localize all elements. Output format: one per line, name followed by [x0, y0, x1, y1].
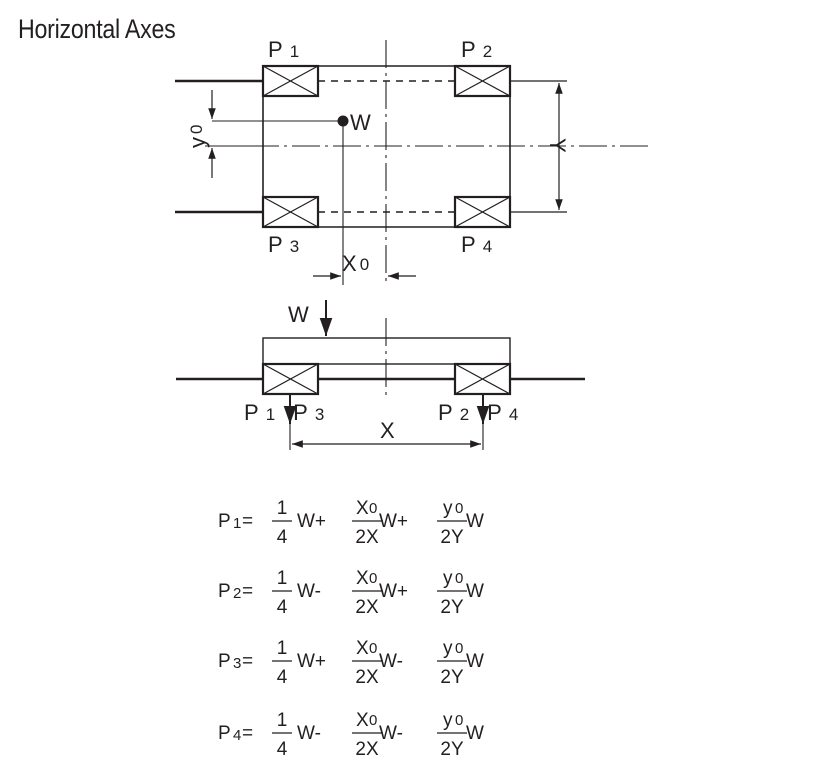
- equation-operator: W+: [379, 511, 408, 532]
- side-block-left: [261, 362, 320, 396]
- equation-operator: W-: [297, 723, 321, 744]
- numerator-subscript: 0: [369, 500, 377, 517]
- fraction-denominator: 2X: [355, 597, 379, 618]
- fraction-denominator: 4: [277, 527, 288, 548]
- svg-text:y0: y0: [185, 125, 210, 148]
- equation-tail: W: [466, 723, 484, 744]
- side-block-right: [453, 362, 512, 396]
- equation-tail: W: [466, 581, 484, 602]
- label-y0: y0: [185, 125, 210, 148]
- numerator-subscript: 0: [455, 570, 463, 587]
- numerator-subscript: 0: [455, 500, 463, 517]
- fraction-denominator: 2Y: [440, 667, 464, 688]
- fraction-denominator: 4: [277, 597, 288, 618]
- bearing-block-p3: [261, 195, 320, 229]
- equation-lhs: P: [218, 581, 231, 602]
- fraction-denominator: 2Y: [440, 527, 464, 548]
- equation-operator: W-: [379, 651, 403, 672]
- fraction-denominator: 2X: [355, 667, 379, 688]
- fraction-numerator: 1: [277, 710, 288, 731]
- fraction-numerator: X: [356, 498, 369, 519]
- fraction-denominator: 2Y: [440, 739, 464, 760]
- side-view: [176, 300, 585, 450]
- equation-lhs-subscript: 3: [233, 655, 241, 672]
- top-view: [175, 40, 648, 285]
- equation-tail: W: [466, 651, 484, 672]
- equals-sign: =: [242, 511, 253, 532]
- side-label-x: X: [380, 418, 395, 443]
- fraction-numerator: X: [356, 710, 369, 731]
- fraction-numerator: 1: [277, 638, 288, 659]
- equals-sign: =: [242, 651, 253, 672]
- equation-lhs: P: [218, 723, 231, 744]
- fraction-numerator: X: [356, 568, 369, 589]
- label-y-span: Y: [545, 138, 570, 153]
- equation-operator: W+: [297, 651, 326, 672]
- fraction-numerator: y: [443, 638, 453, 659]
- equation-lhs-subscript: 4: [233, 727, 241, 744]
- equation-lhs: P: [218, 651, 231, 672]
- bearing-block-p1: [261, 64, 320, 98]
- fraction-numerator: 1: [277, 498, 288, 519]
- equals-sign: =: [242, 723, 253, 744]
- numerator-subscript: 0: [369, 640, 377, 657]
- equals-sign: =: [242, 581, 253, 602]
- fraction-denominator: 4: [277, 667, 288, 688]
- fraction-numerator: 1: [277, 568, 288, 589]
- equation-operator: W-: [379, 723, 403, 744]
- fraction-numerator: X: [356, 638, 369, 659]
- numerator-subscript: 0: [369, 712, 377, 729]
- fraction-numerator: y: [443, 710, 453, 731]
- equation-lhs-subscript: 1: [233, 515, 241, 532]
- fraction-denominator: 2X: [355, 739, 379, 760]
- page-title: Horizontal Axes: [18, 14, 176, 44]
- equation-lhs-subscript: 2: [233, 585, 241, 602]
- fraction-numerator: y: [443, 568, 453, 589]
- equation-operator: W+: [297, 511, 326, 532]
- fraction-denominator: 2X: [355, 527, 379, 548]
- equation-lhs: P: [218, 511, 231, 532]
- label-load-w: W: [350, 110, 371, 135]
- numerator-subscript: 0: [455, 712, 463, 729]
- fraction-numerator: y: [443, 498, 453, 519]
- equation-tail: W: [466, 511, 484, 532]
- bearing-block-p4: [453, 195, 512, 229]
- bearing-block-p2: [453, 64, 512, 98]
- fraction-denominator: 4: [277, 739, 288, 760]
- numerator-subscript: 0: [369, 570, 377, 587]
- equation-operator: W-: [297, 581, 321, 602]
- numerator-subscript: 0: [455, 640, 463, 657]
- fraction-denominator: 2Y: [440, 597, 464, 618]
- side-label-w: W: [288, 302, 309, 327]
- svg-text:Y: Y: [545, 138, 570, 153]
- equation-operator: W+: [379, 581, 408, 602]
